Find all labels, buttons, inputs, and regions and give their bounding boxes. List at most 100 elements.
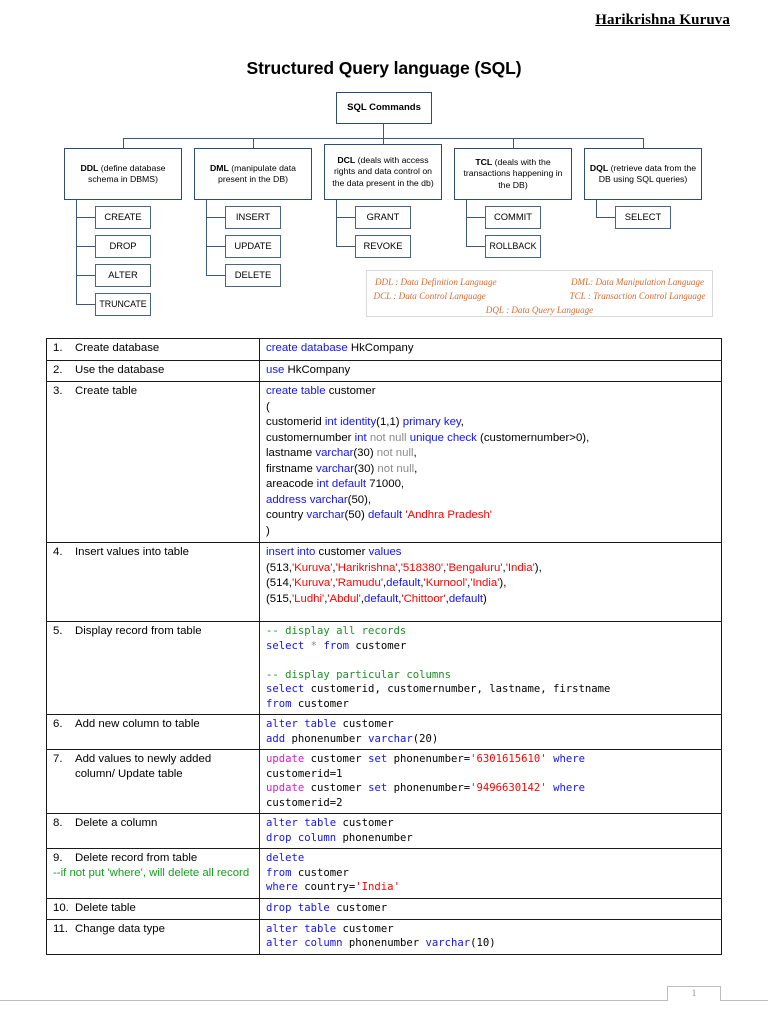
connector-spine-dql — [596, 200, 597, 218]
row-number: 7. — [53, 753, 63, 765]
legend-tcl: TCL : Transaction Control Language — [569, 291, 706, 302]
legend-dql: DQL : Data Query Language — [485, 305, 594, 316]
diagram-node-dql: DQL (retrieve data from the DB using SQL… — [584, 148, 702, 200]
row-description-cell: 2.Use the database — [46, 359, 260, 382]
diagram-legend: DDL : Data Definition Language DML: Data… — [366, 270, 713, 317]
row-description-cell: 3. Create table — [46, 381, 260, 543]
diagram-node-truncate: TRUNCATE — [95, 293, 151, 316]
connector-drop-dcl — [383, 138, 384, 148]
diagram-node-root: SQL Commands — [336, 92, 432, 124]
legend-dml: DML: Data Manipulation Language — [570, 277, 705, 287]
diagram-node-create: CREATE — [95, 206, 151, 229]
row-code-cell: insert into customer values (513,'Kuruva… — [259, 542, 722, 622]
table-row: 2.Use the database use HkCompany — [46, 359, 722, 382]
row-description-cell: 6.Add new column to table — [46, 714, 260, 750]
row-description-cell: 11. Change data type — [46, 918, 260, 955]
row-code-cell: alter table customer add phonenumber var… — [259, 714, 722, 750]
connector-arm-grant — [336, 217, 355, 218]
row-description-cell: 9. Delete record from table --if not put … — [46, 848, 260, 899]
row-note: --if not put 'where', will delete all re… — [53, 867, 250, 880]
diagram-node-rollback: ROLLBACK — [485, 235, 541, 258]
row-number: 1. — [53, 342, 63, 354]
row-number: 11. — [53, 922, 68, 935]
row-code-cell: -- display all records select * from cus… — [259, 621, 722, 715]
connector-root-stem — [383, 124, 384, 138]
row-code-cell: update customer set phonenumber='6301615… — [259, 749, 722, 814]
ddl-desc: (define database schema in DBMS) — [87, 162, 166, 184]
diagram-node-ddl: DDL (define database schema in DBMS) — [64, 148, 182, 200]
row-number: 2. — [53, 363, 63, 376]
dcl-desc: (deals with access rights and data contr… — [332, 155, 434, 188]
row-label: Delete table — [75, 901, 136, 914]
connector-arm-delete — [206, 275, 225, 276]
row-label: Insert values into table — [75, 546, 189, 558]
dcl-abbr: DCL — [337, 155, 356, 166]
row-code-cell: create database HkCompany — [259, 338, 722, 361]
row-description-cell: 7.Add values to newly added column/ Upda… — [46, 749, 260, 814]
row-number: 3. — [53, 385, 63, 397]
page-title: Structured Query language (SQL) — [246, 58, 522, 78]
diagram-node-insert: INSERT — [225, 206, 281, 229]
dml-desc: (manipulate data present in the DB) — [217, 162, 296, 184]
ddl-abbr: DDL — [80, 162, 99, 173]
connector-arm-rollback — [466, 246, 485, 247]
row-number: 4. — [53, 546, 63, 558]
connector-spine-tcl — [466, 200, 467, 247]
row-label: Create table — [75, 385, 138, 397]
row-code-cell: alter table customer drop column phonenu… — [259, 813, 722, 849]
connector-arm-revoke — [336, 246, 355, 247]
diagram-node-grant: GRANT — [355, 206, 411, 229]
connector-spine-dml — [206, 200, 207, 276]
row-label: Change data type — [75, 922, 165, 935]
connector-spine-dcl — [336, 200, 337, 247]
connector-arm-commit — [466, 217, 485, 218]
page-number: 1 — [667, 986, 721, 1001]
dql-desc: (retrieve data from the DB using SQL que… — [598, 162, 697, 184]
dml-abbr: DML — [210, 162, 229, 173]
table-row: 10.Delete table drop table customer — [46, 897, 722, 920]
connector-drop-tcl — [513, 138, 514, 148]
footer-rule-left — [0, 1000, 667, 1001]
row-description-cell: 4. Insert values into table — [46, 542, 260, 622]
table-row: 7.Add values to newly added column/ Upda… — [46, 749, 722, 814]
diagram-node-dcl: DCL (deals with access rights and data c… — [324, 144, 442, 200]
table-row: 3. Create table create table customer ( c… — [46, 381, 722, 543]
connector-arm-truncate — [76, 304, 95, 305]
row-code-cell: use HkCompany — [259, 359, 722, 382]
table-row: 4. Insert values into table insert into c… — [46, 542, 722, 622]
page-footer: 1 — [0, 978, 768, 1018]
tcl-desc: (deals with the transactions happening i… — [463, 157, 563, 190]
table-row: 8.Delete a column alter table customer d… — [46, 813, 722, 849]
row-description-cell: 10.Delete table — [46, 897, 260, 920]
row-label: Display record from table — [75, 625, 202, 637]
connector-drop-dml — [253, 138, 254, 148]
sql-commands-table: 1. Create database create database HkComp… — [46, 338, 722, 955]
sql-commands-diagram: SQL Commands DDL (define database schema… — [0, 88, 768, 333]
table-row: 6.Add new column to table alter table cu… — [46, 714, 722, 750]
table-row: 5.Display record from table -- display a… — [46, 621, 722, 715]
diagram-node-drop: DROP — [95, 235, 151, 258]
dql-abbr: DQL — [589, 162, 609, 173]
footer-rule-right — [721, 1000, 768, 1001]
diagram-node-select: SELECT — [615, 206, 671, 229]
row-label: Delete record from table — [75, 852, 198, 864]
connector-arm-insert — [206, 217, 225, 218]
diagram-node-update: UPDATE — [225, 235, 281, 258]
table-row: 9. Delete record from table --if not put … — [46, 848, 722, 899]
author-name: Harikrishna Kuruva — [595, 12, 730, 28]
row-code-cell: create table customer ( customerid int i… — [259, 381, 722, 543]
connector-arm-alter — [76, 275, 95, 276]
row-description-cell: 5.Display record from table — [46, 621, 260, 715]
connector-arm-select — [596, 217, 615, 218]
connector-drop-dql — [643, 138, 644, 148]
row-label: Add new column to table — [75, 718, 200, 730]
connector-arm-create — [76, 217, 95, 218]
tcl-abbr: TCL — [475, 157, 493, 168]
row-description-cell: 8.Delete a column — [46, 813, 260, 849]
row-number: 9. — [53, 852, 63, 864]
row-label: Create database — [75, 342, 160, 354]
connector-spine-ddl — [76, 200, 77, 305]
connector-drop-ddl — [123, 138, 124, 148]
diagram-node-dml: DML (manipulate data present in the DB) — [194, 148, 312, 200]
legend-ddl: DDL : Data Definition Language — [374, 277, 497, 287]
